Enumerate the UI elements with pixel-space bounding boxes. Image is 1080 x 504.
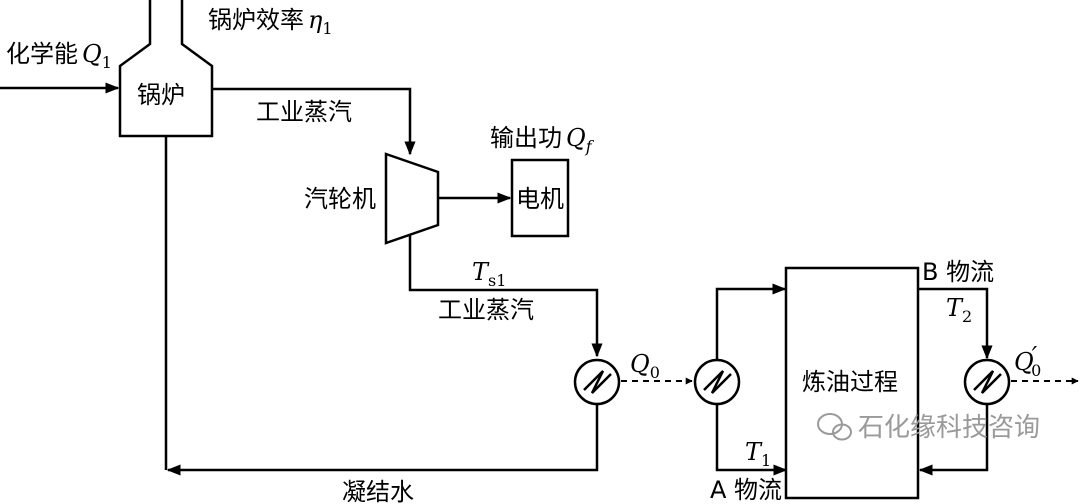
refining-process: 炼油过程: [784, 266, 920, 500]
heat-exchanger-2: [693, 358, 741, 406]
condensate-label: 凝结水: [342, 478, 414, 504]
turbine-label: 汽轮机: [304, 185, 376, 213]
t1-label: T1: [745, 438, 771, 470]
boiler: 锅炉: [118, 0, 214, 138]
motor: 电机: [510, 158, 570, 238]
heat-exchanger-1: [573, 358, 621, 406]
stream-a-return-line: [715, 404, 788, 476]
q0-prime-label: Q′0: [1014, 342, 1041, 380]
stream-a-label: A 物流: [710, 476, 782, 504]
ts1-label: Ts1: [472, 258, 506, 290]
boiler-label: 锅炉: [137, 81, 185, 109]
steam-to-turbine-line: [212, 87, 416, 156]
stream-a-feed-line: [715, 283, 787, 360]
heat-exchanger-3: [963, 358, 1011, 406]
turbine: 汽轮机: [304, 152, 440, 245]
exhaust-steam-line: [408, 235, 603, 358]
steam-top-label: 工业蒸汽: [256, 98, 352, 126]
t2-label: T2: [946, 294, 972, 326]
stream-b-return-line: [918, 404, 989, 476]
watermark: 石化缘科技咨询: [817, 413, 1040, 443]
condensate-line: [166, 404, 599, 476]
stream-b-label: B 物流: [922, 258, 994, 286]
refining-label: 炼油过程: [802, 368, 898, 396]
motor-label: 电机: [516, 185, 564, 213]
wechat-icon: [817, 413, 852, 441]
q0-label: Q0: [630, 350, 660, 382]
steam-bottom-label: 工业蒸汽: [438, 296, 534, 324]
stream-b-feed-line: [918, 287, 993, 360]
watermark-text: 石化缘科技咨询: [858, 413, 1040, 443]
